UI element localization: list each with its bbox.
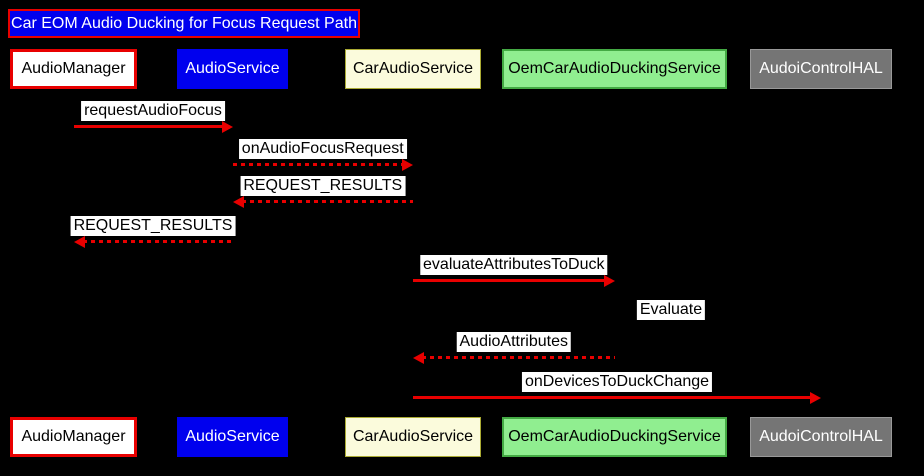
message-arrow-line-7 (413, 396, 812, 399)
message-arrowhead-2 (232, 195, 244, 208)
participant-oemcaraudioduckingservice-top: OemCarAudioDuckingService (502, 49, 727, 89)
message-label-0: requestAudioFocus (81, 101, 225, 121)
participant-audiomanager-bottom: AudioManager (10, 417, 137, 457)
message-arrowhead-7 (810, 391, 821, 404)
participant-caraudioservice-top: CarAudioService (345, 49, 481, 89)
participant-audoicontrolhal-bottom: AudoiControlHAL (750, 417, 892, 457)
message-label-6: AudioAttributes (456, 332, 572, 352)
message-arrow-line-2 (241, 200, 413, 203)
message-label-2: REQUEST_RESULTS (240, 176, 406, 196)
message-label-5: Evaluate (636, 300, 706, 320)
diagram-title: Car EOM Audio Ducking for Focus Request … (8, 9, 360, 38)
message-label-1: onAudioFocusRequest (238, 139, 407, 159)
message-label-3: REQUEST_RESULTS (70, 216, 236, 236)
message-label-4: evaluateAttributesToDuck (420, 255, 608, 275)
participant-oemcaraudioduckingservice-bottom: OemCarAudioDuckingService (502, 417, 727, 457)
message-arrow-line-0 (73, 125, 224, 128)
participant-audoicontrolhal-top: AudoiControlHAL (750, 49, 892, 89)
participant-caraudioservice-bottom: CarAudioService (345, 417, 481, 457)
message-arrow-line-6 (422, 356, 615, 359)
message-arrow-line-4 (413, 279, 606, 282)
participant-audiomanager-top: AudioManager (10, 49, 137, 89)
message-arrowhead-4 (603, 274, 615, 287)
message-arrowhead-0 (221, 120, 233, 133)
message-arrow-line-1 (232, 163, 404, 166)
message-label-7: onDevicesToDuckChange (521, 372, 713, 392)
message-arrow-line-3 (82, 240, 233, 243)
participant-audioservice-top: AudioService (177, 49, 288, 89)
message-arrowhead-3 (73, 235, 85, 248)
participant-audioservice-bottom: AudioService (177, 417, 288, 457)
message-arrowhead-6 (413, 351, 424, 364)
message-arrowhead-1 (402, 158, 413, 171)
